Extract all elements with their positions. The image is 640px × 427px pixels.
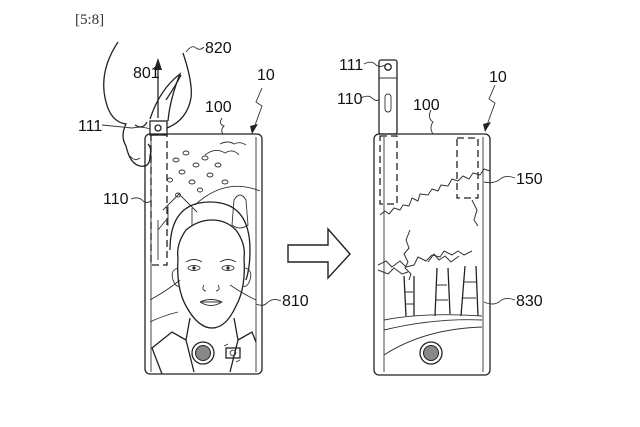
label-100-left: 100 bbox=[205, 99, 232, 116]
camera-switch-icon bbox=[223, 343, 241, 363]
label-110-right: 110 bbox=[337, 91, 363, 108]
right-home-button bbox=[419, 341, 443, 365]
label-100-right: 100 bbox=[413, 97, 440, 114]
label-801: 801 bbox=[133, 65, 160, 82]
label-110-left: 110 bbox=[103, 191, 129, 208]
left-home-button-center bbox=[195, 345, 211, 361]
left-screen-image bbox=[149, 141, 261, 301]
right-camera-module bbox=[378, 59, 398, 135]
left-phone: 801 820 10 100 111 110 810 bbox=[78, 40, 309, 375]
label-10-right: 10 bbox=[489, 69, 507, 86]
label-830: 830 bbox=[516, 293, 543, 310]
label-111-right: 111 bbox=[339, 57, 363, 74]
transition-right-arrow bbox=[287, 227, 351, 280]
label-10-left: 10 bbox=[257, 67, 275, 84]
right-camera-slot bbox=[384, 93, 392, 113]
label-150: 150 bbox=[516, 171, 543, 188]
left-camera-module-hidden bbox=[150, 134, 168, 266]
figure-label: [5:8] bbox=[75, 12, 104, 28]
left-home-button bbox=[191, 341, 215, 365]
right-phone-body bbox=[373, 133, 491, 376]
left-camera-lens-icon bbox=[154, 124, 162, 132]
label-111-left: 111 bbox=[78, 118, 102, 135]
right-phone: 111 110 100 10 150 830 bbox=[337, 57, 543, 376]
left-portrait bbox=[149, 201, 257, 375]
right-screen-image bbox=[377, 168, 491, 356]
label-820: 820 bbox=[205, 40, 232, 57]
display-region-150 bbox=[456, 137, 479, 199]
left-camera-module-top bbox=[149, 120, 168, 136]
move-up-arrow-head bbox=[154, 58, 162, 70]
left-phone-body bbox=[144, 133, 263, 375]
right-camera-module-hidden bbox=[379, 135, 398, 205]
right-home-button-center bbox=[423, 345, 439, 361]
right-camera-lens-icon bbox=[384, 63, 392, 71]
user-hand bbox=[103, 41, 192, 167]
label-810: 810 bbox=[282, 293, 309, 310]
